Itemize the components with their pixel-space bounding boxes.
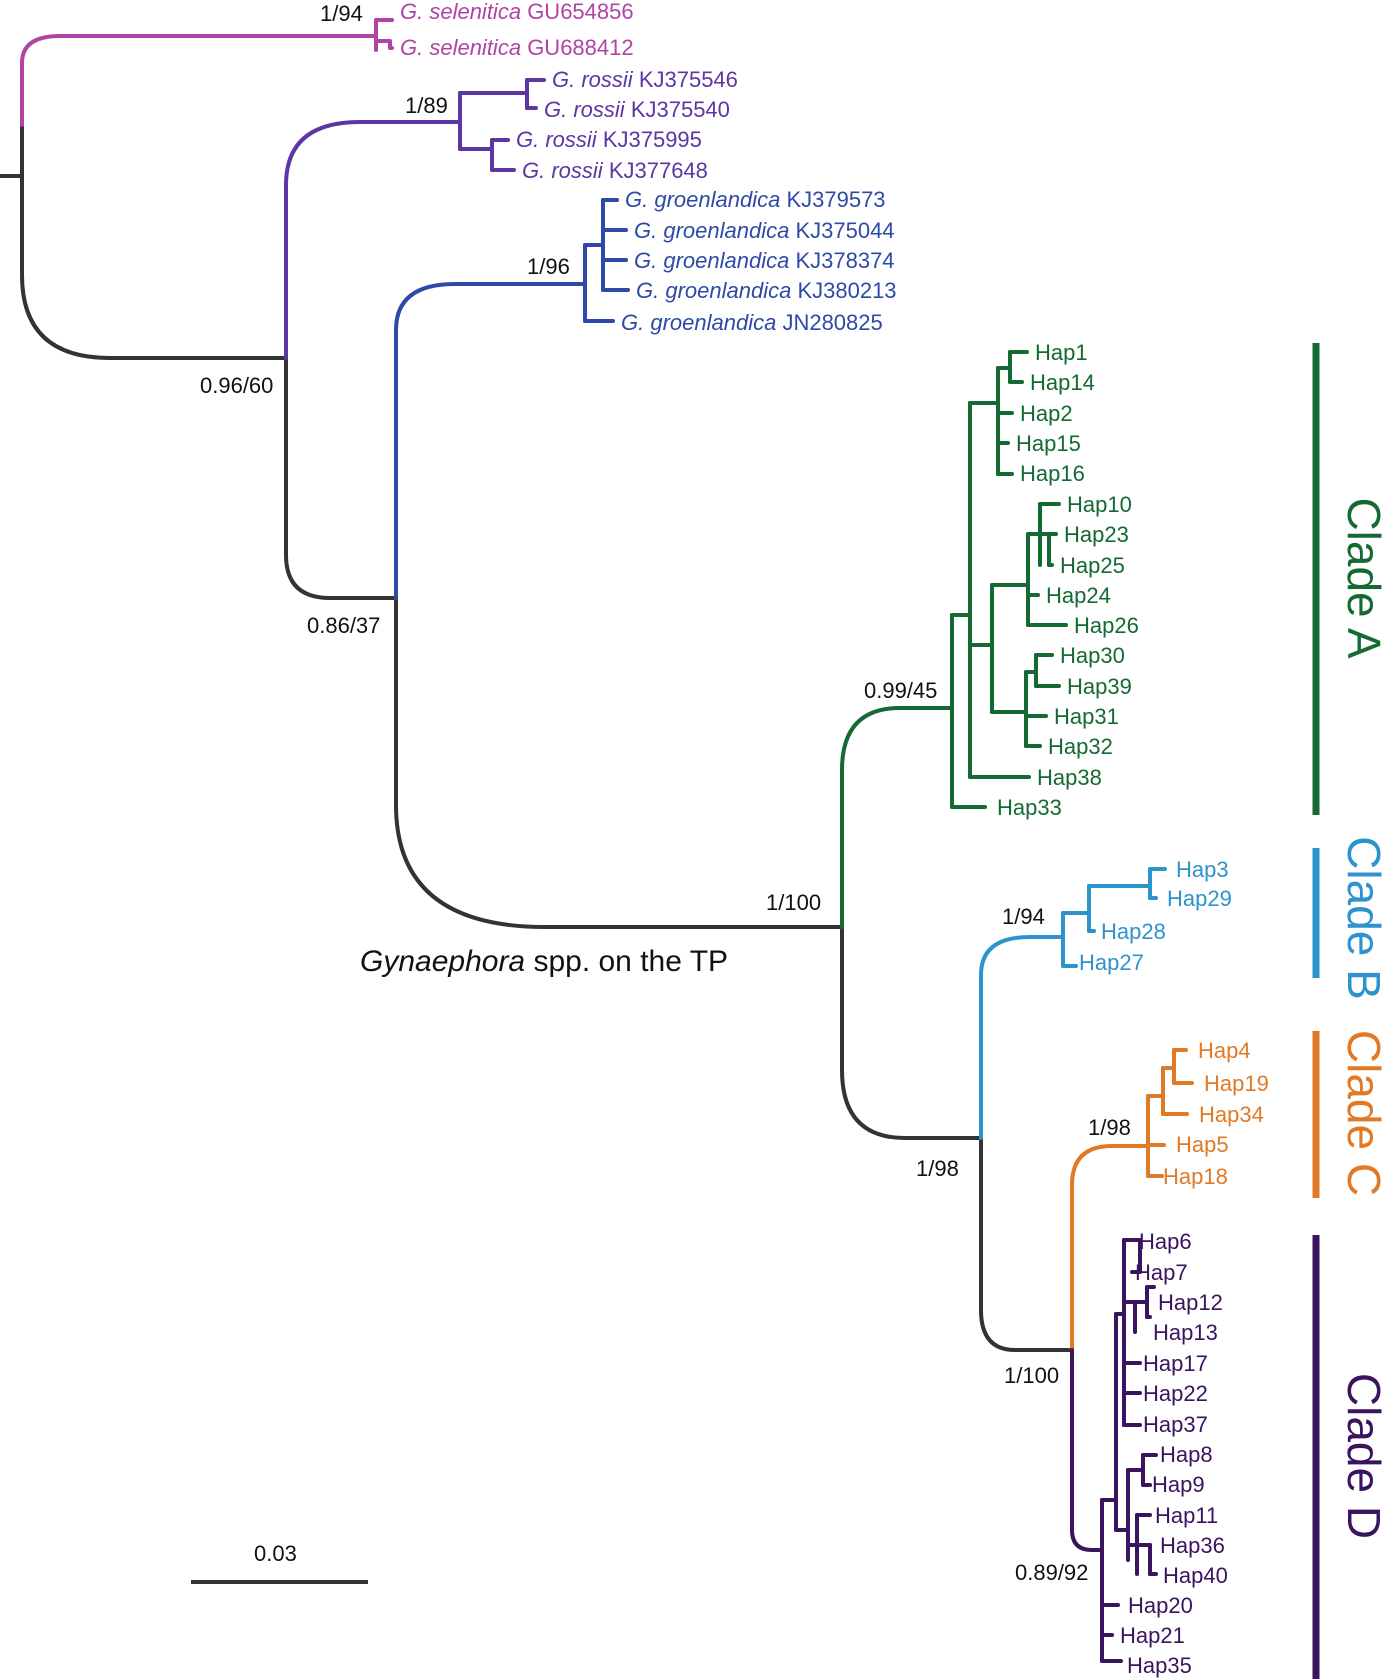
tip-label: Hap27	[1079, 950, 1144, 975]
tip-label: G. groenlandica KJ379573	[625, 187, 886, 212]
support-value: 0.96/60	[200, 373, 273, 398]
tip-labels-rossii: G. rossii KJ375546 G. rossii KJ375540 G.…	[516, 67, 738, 183]
tip-label: Hap25	[1060, 553, 1125, 578]
tip-label: Hap34	[1199, 1102, 1264, 1127]
rossii-branches	[284, 78, 546, 360]
tip-label: Hap26	[1074, 613, 1139, 638]
tip-labels-cladeA: Hap1 Hap14 Hap2 Hap15 Hap16 Hap10 Hap23 …	[997, 340, 1139, 820]
cladeA-branches	[840, 350, 1068, 929]
tip-label: Hap23	[1064, 522, 1129, 547]
tip-label: Hap22	[1143, 1381, 1208, 1406]
tip-label: Hap33	[997, 795, 1062, 820]
tip-label: Hap32	[1048, 734, 1113, 759]
tip-label: Hap36	[1160, 1533, 1225, 1558]
tip-label: Hap28	[1101, 919, 1166, 944]
tip-label: Hap37	[1143, 1412, 1208, 1437]
tip-label: Hap17	[1143, 1351, 1208, 1376]
tip-label: Hap3	[1176, 857, 1229, 882]
tip-label: Hap19	[1204, 1071, 1269, 1096]
tip-label: Hap18	[1163, 1164, 1228, 1189]
clade-d-label: Clade D	[1338, 1373, 1388, 1539]
tip-label: Hap13	[1153, 1320, 1218, 1345]
tip-label: Hap30	[1060, 643, 1125, 668]
tip-label: Hap29	[1167, 886, 1232, 911]
tip-label: Hap7	[1135, 1260, 1188, 1285]
support-value: 1/98	[916, 1156, 959, 1181]
support-value: 0.99/45	[864, 678, 937, 703]
support-value: 1/94	[1002, 904, 1045, 929]
selenitica-branches	[20, 18, 394, 127]
tip-label: Hap15	[1016, 431, 1081, 456]
support-value: 0.89/92	[1015, 1560, 1088, 1585]
support-value: 1/100	[766, 890, 821, 915]
support-value: 1/98	[1088, 1115, 1131, 1140]
tip-label: Hap10	[1067, 492, 1132, 517]
support-value: 1/89	[405, 93, 448, 118]
groenlandica-branches	[394, 198, 630, 600]
tip-label: Hap8	[1160, 1442, 1213, 1467]
tip-label: Hap14	[1030, 370, 1095, 395]
cladeD-branches	[1070, 1238, 1158, 1663]
tip-label: G. rossii KJ377648	[522, 158, 708, 183]
tip-labels-selenitica: G. selenitica GU654856 G. selenitica GU6…	[400, 0, 634, 60]
tip-label: Hap40	[1163, 1563, 1228, 1588]
tip-label: Hap24	[1046, 583, 1111, 608]
tip-labels-cladeC: Hap4 Hap19 Hap34 Hap5 Hap18	[1163, 1038, 1269, 1189]
cladeB-branches	[979, 867, 1167, 1140]
tip-label: Hap11	[1155, 1503, 1218, 1528]
clade-labels: Clade A Clade B Clade C Clade D	[1338, 497, 1388, 1539]
clade-c-label: Clade C	[1338, 1030, 1388, 1196]
tip-labels-groenlandica: G. groenlandica KJ379573 G. groenlandica…	[621, 187, 897, 335]
tip-label: Hap2	[1020, 401, 1073, 426]
support-values: 1/94 1/89 1/96 0.96/60 0.86/37 1/100 0.9…	[200, 1, 1131, 1585]
tip-label: G. rossii KJ375995	[516, 127, 702, 152]
tip-label: G. groenlandica KJ375044	[634, 218, 895, 243]
scale-bar: 0.03	[191, 1541, 368, 1584]
tip-label: Hap38	[1037, 765, 1102, 790]
support-value: 1/96	[527, 254, 570, 279]
tip-label: G. groenlandica JN280825	[621, 310, 883, 335]
scale-bar-label: 0.03	[254, 1541, 297, 1566]
tip-labels-cladeB: Hap3 Hap29 Hap28 Hap27	[1079, 857, 1232, 975]
backbone-branches	[0, 123, 1074, 1352]
tip-label: Hap16	[1020, 461, 1085, 486]
tip-label: Hap5	[1176, 1132, 1229, 1157]
tip-label: Hap35	[1127, 1653, 1192, 1678]
tip-label: Hap20	[1128, 1593, 1193, 1618]
tip-label: Hap9	[1152, 1472, 1205, 1497]
tip-label: Hap1	[1035, 340, 1088, 365]
tip-label: G. selenitica GU654856	[400, 0, 634, 24]
tip-label: Hap6	[1139, 1229, 1192, 1254]
tip-label: G. selenitica GU688412	[400, 35, 634, 60]
tip-label: G. rossii KJ375540	[544, 97, 730, 122]
tip-label: Hap21	[1120, 1623, 1185, 1648]
tip-label: Hap39	[1067, 674, 1132, 699]
tip-label: Hap12	[1158, 1290, 1223, 1315]
support-value: 0.86/37	[307, 613, 380, 638]
clade-a-label: Clade A	[1338, 497, 1388, 658]
tip-label: Hap31	[1054, 704, 1119, 729]
clade-b-label: Clade B	[1338, 836, 1388, 1000]
tip-label: G. groenlandica KJ378374	[634, 248, 895, 273]
tip-label: Hap4	[1198, 1038, 1251, 1063]
group-label: Gynaephora spp. on the TP	[360, 945, 728, 978]
tip-label: G. groenlandica KJ380213	[636, 278, 897, 303]
support-value: 1/100	[1004, 1363, 1059, 1388]
support-value: 1/94	[320, 1, 363, 26]
tip-labels-cladeD: Hap6 Hap7 Hap12 Hap13 Hap17 Hap22 Hap37 …	[1120, 1229, 1228, 1678]
tip-label: G. rossii KJ375546	[552, 67, 738, 92]
cladeC-branches	[1070, 1048, 1194, 1352]
